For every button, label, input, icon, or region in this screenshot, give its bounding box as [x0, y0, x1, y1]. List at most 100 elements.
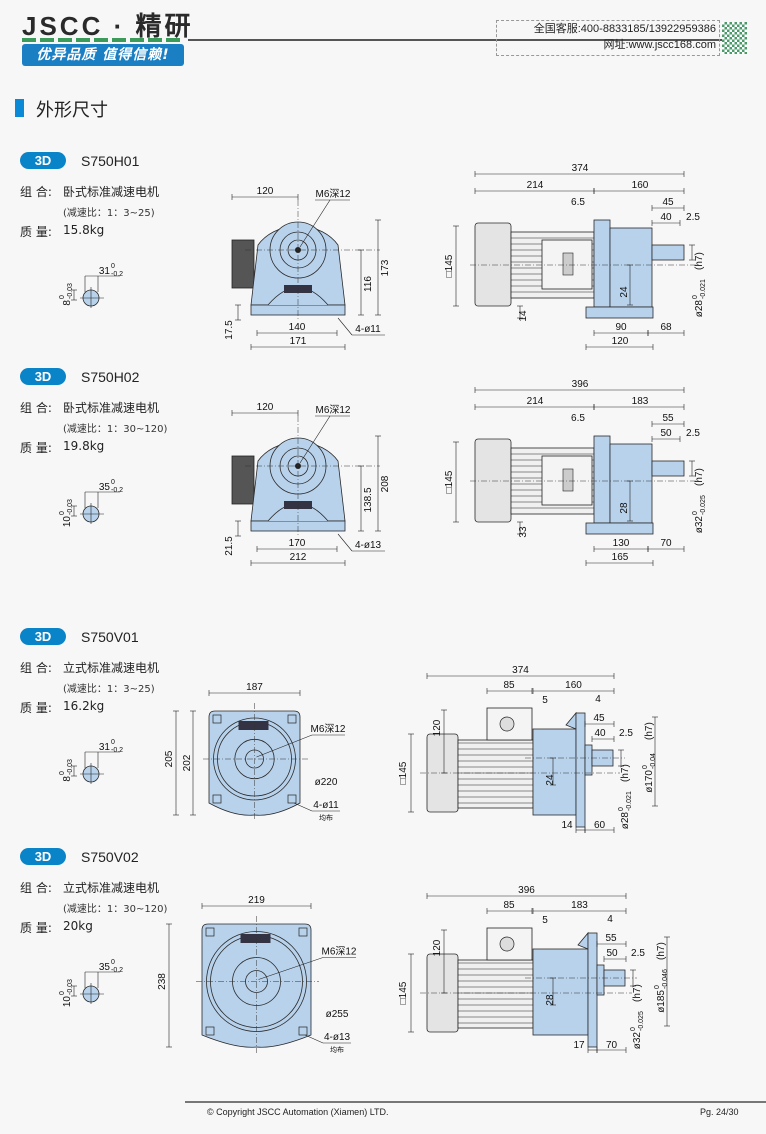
gearhead — [532, 948, 589, 1036]
tolerance-label: ø32 0 -0.025 (h7) — [692, 468, 707, 533]
dimension-label: 50 — [606, 948, 618, 959]
3d-badge[interactable]: 3D — [20, 848, 66, 865]
tol-lower: -0.021 — [700, 279, 707, 299]
mounting-foot — [585, 522, 654, 535]
dimension-label: 60 — [594, 820, 606, 831]
key-height-lower: -0.03 — [67, 499, 74, 515]
brand-logo: JSCC · 精研 — [22, 11, 194, 41]
shaft-key-diagram: 10 0 -0.03 35 0 -0.2 — [59, 959, 123, 1007]
dimension-label: 45 — [662, 197, 674, 208]
3d-badge[interactable]: 3D — [20, 152, 66, 169]
mass-label: 质 量: — [20, 921, 52, 935]
dimension-label: 68 — [660, 322, 672, 333]
tol-lower: -0.025 — [638, 1011, 645, 1031]
dimension-label: 24 — [545, 774, 556, 786]
dimension-label: 4 — [607, 914, 613, 925]
dimension-label: 183 — [571, 900, 588, 911]
dimension-label: 396 — [572, 379, 589, 390]
key-height-label: 8 0 -0.03 — [59, 283, 74, 306]
bolt-hole — [205, 927, 215, 937]
tol-base: ø28 — [620, 812, 631, 830]
dimension-label: 50 — [660, 428, 672, 439]
dimension-label: 165 — [612, 552, 629, 563]
dimension-label: 202 — [182, 754, 193, 771]
dimension-label: 4-ø13 — [324, 1032, 351, 1043]
tolerance-label: ø185 0 -0.046 (h7) — [654, 942, 669, 1013]
page-number: Pg. 24/30 — [700, 1107, 739, 1117]
mass-label: 质 量: — [20, 701, 52, 715]
reduction-ratio: (减速比：1：3~25) — [63, 684, 155, 695]
tolerance-label: ø170 0 -0.04 (h7) — [642, 722, 657, 793]
shaft-key-diagram: 8 0 -0.03 31 0 -0.2 — [59, 263, 123, 308]
dimension-label: 85 — [503, 680, 515, 691]
mass-value: 16.2kg — [63, 699, 105, 713]
dimension-label: 55 — [605, 933, 617, 944]
dimension-label: 21.5 — [224, 536, 235, 556]
slogan-banner: 优异品质 值得信赖! — [22, 44, 184, 66]
dimension-label: 212 — [290, 552, 307, 563]
key-width: 35 — [99, 482, 111, 493]
tol-lower: -0.046 — [662, 969, 669, 989]
dimension-label: 4 — [595, 694, 601, 705]
dimension-label: 85 — [503, 900, 515, 911]
dimension-label: 40 — [660, 212, 672, 223]
key-height-lower: -0.03 — [67, 979, 74, 995]
combo-label: 组 合: — [20, 401, 52, 415]
tol-lower: -0.025 — [700, 495, 707, 515]
reduction-ratio: (减速比：1：30~120) — [63, 904, 168, 915]
dimension-label: 28 — [545, 994, 556, 1006]
key-width-upper: 0 — [111, 479, 115, 486]
dimension-label: 214 — [527, 180, 544, 191]
dimension-label: 6.5 — [571, 413, 585, 424]
gearhead — [609, 443, 653, 524]
3d-badge[interactable]: 3D — [20, 368, 66, 385]
dimension-label: 2.5 — [631, 948, 645, 959]
3d-badge[interactable]: 3D — [20, 628, 66, 645]
logo-underline — [22, 38, 184, 42]
key-height-lower: -0.03 — [67, 283, 74, 299]
tol-upper: 0 — [692, 295, 699, 299]
tol-upper: 0 — [642, 765, 649, 769]
checker-decoration — [722, 22, 747, 54]
dimension-label: □145 — [398, 981, 409, 1004]
key-height-label: 10 0 -0.03 — [59, 979, 74, 1007]
gearhead — [609, 227, 653, 308]
key-width-upper: 0 — [111, 959, 115, 966]
website-link[interactable]: 网址:www.jscc168.com — [603, 39, 716, 51]
jscc-logo-plate — [240, 934, 271, 943]
gear-flange — [593, 219, 611, 308]
key-height: 10 — [62, 996, 73, 1008]
combo-value: 立式标准减速电机 — [63, 661, 160, 675]
dimension-label: 138.5 — [363, 487, 374, 512]
tol-lower: -0.021 — [626, 791, 633, 811]
combo-value: 卧式标准减速电机 — [63, 401, 160, 415]
tol-suffix: (h7) — [656, 942, 667, 960]
hotline: 全国客服:400-8833185/13922959386 — [533, 23, 716, 35]
key-width: 31 — [99, 742, 111, 753]
model-name: S750V02 — [81, 849, 139, 865]
dimension-label: 70 — [660, 538, 672, 549]
dimension-label: □145 — [444, 254, 455, 277]
mounting-flange — [575, 712, 586, 828]
dimension-label: 396 — [518, 885, 535, 896]
dimension-label: 374 — [572, 163, 589, 174]
bolt-hole — [212, 714, 222, 724]
tol-base: ø185 — [656, 990, 667, 1013]
mass-value: 20kg — [63, 919, 93, 933]
combo-value: 立式标准减速电机 — [63, 881, 160, 895]
mass-value: 19.8kg — [63, 439, 105, 453]
key-width-lower: -0.2 — [111, 967, 123, 974]
combo-label: 组 合: — [20, 661, 52, 675]
bolt-hole — [205, 1026, 215, 1036]
dimension-label: 173 — [380, 259, 391, 276]
model-name: S750V01 — [81, 629, 139, 645]
dimension-label: 238 — [157, 973, 168, 990]
dimension-label: 205 — [164, 750, 175, 767]
shaft-key-diagram: 8 0 -0.03 31 0 -0.2 — [59, 739, 123, 784]
key-width: 31 — [99, 266, 111, 277]
dimension-label: M6深12 — [315, 404, 350, 416]
